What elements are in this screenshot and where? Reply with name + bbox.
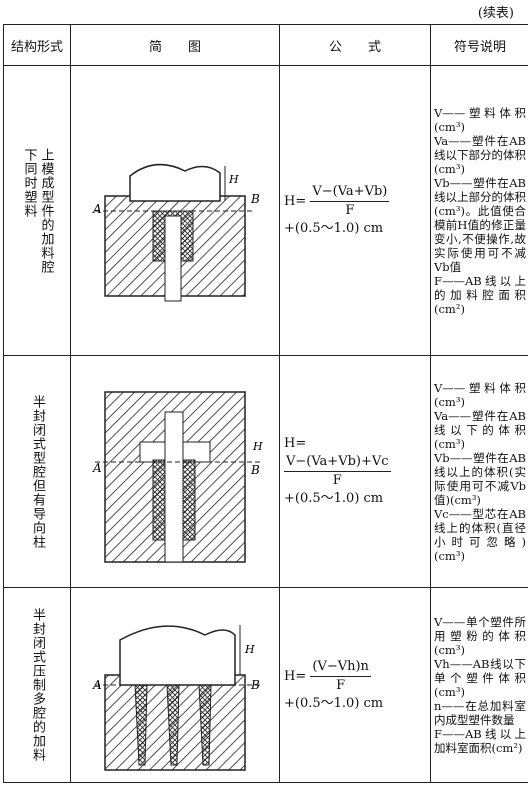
formula: H= V−(Va+Vb)F +(0.5～1.0) cm [284, 184, 390, 236]
symbols-cell: V——塑料体积(cm³) Va——塑件在AB线以下部分的体积(cm³) Vb——… [430, 65, 528, 356]
label-h: H [244, 643, 255, 656]
label-a: A [92, 678, 102, 692]
mold-diagram-3: A B H [92, 625, 260, 771]
label-h: H [228, 173, 239, 186]
table-row: 半封闭式压制多腔的加料 A B [3, 587, 528, 783]
mold-structure-table: 结构形式 简 图 公 式 符号说明 上模成型件的加料腔下同时塑料 [3, 24, 528, 783]
table-row: 半封闭式型腔但有导向柱 A B H [3, 355, 528, 588]
header-symbols: 符号说明 [430, 24, 528, 66]
structure-cell: 半封闭式型腔但有导向柱 [3, 355, 71, 588]
symbols-cell: V——单个塑件所用塑粉的体积(cm³) Vh——AB线以下单个塑件体积(cm³)… [430, 587, 528, 783]
continued-label: (续表) [477, 6, 514, 21]
mold-diagram-1: A B H [92, 163, 260, 301]
header-formula: 公 式 [279, 24, 431, 66]
label-b: B [250, 192, 260, 206]
label-a: A [92, 202, 102, 216]
header-row: 结构形式 简 图 公 式 符号说明 [3, 24, 528, 66]
symbols-cell: V——塑料体积(cm³) Va——塑件在AB线以下的体积(cm³) Vb——塑件… [430, 355, 528, 588]
label-h: H [252, 440, 263, 453]
label-a: A [92, 461, 102, 475]
diagram-cell: A B H [70, 355, 280, 588]
label-b: B [250, 678, 260, 692]
diagram-cell: A B H [70, 587, 280, 783]
structure-cell: 半封闭式压制多腔的加料 [3, 587, 71, 783]
formula-cell: H= V−(Va+Vb)F +(0.5～1.0) cm [279, 65, 431, 356]
header-diagram: 简 图 [70, 24, 280, 66]
mold-diagram-2: A B H [92, 390, 263, 563]
table-row: 上模成型件的加料腔下同时塑料 A B [3, 65, 528, 356]
header-structure: 结构形式 [3, 24, 71, 66]
diagram-cell: A B H [70, 65, 280, 356]
structure-cell: 上模成型件的加料腔下同时塑料 [3, 65, 71, 356]
label-b: B [250, 463, 260, 477]
